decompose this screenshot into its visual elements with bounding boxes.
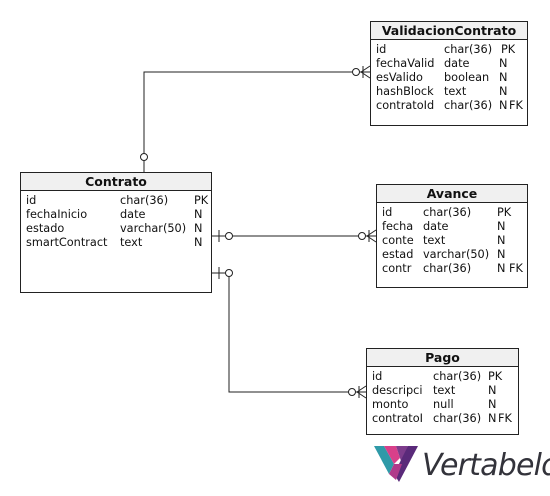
column-null: N [497, 234, 506, 247]
column-name: fechaInicio [26, 208, 88, 221]
column-null: N [499, 71, 508, 84]
column-name: id [26, 194, 37, 207]
table-title: Avance [377, 185, 527, 203]
column-null: N [488, 398, 497, 411]
table-row: monto null N [367, 398, 518, 412]
table-contrato[interactable]: Contrato id char(36) PK fechaInicio date… [20, 172, 212, 293]
relationship-contrato-avance [212, 229, 377, 243]
column-type: null [433, 398, 454, 411]
column-name: contr [382, 262, 412, 275]
column-name: fechaValid [376, 57, 435, 70]
column-type: text [433, 384, 456, 397]
column-type: date [423, 220, 449, 233]
column-type: char(36) [423, 206, 472, 219]
table-row: fechaValid date N [371, 57, 527, 71]
column-name: monto [372, 398, 409, 411]
column-null: N [488, 412, 497, 425]
column-null: N [194, 236, 203, 249]
column-type: char(36) [444, 43, 493, 56]
table-pago[interactable]: Pago id char(36) PK descripci text N mon… [366, 348, 519, 435]
column-type: char(36) [433, 412, 482, 425]
column-null: N [499, 57, 508, 70]
column-null: PK [488, 370, 503, 383]
table-validacioncontrato[interactable]: ValidacionContrato id char(36) PK fechaV… [370, 21, 528, 126]
column-name: esValido [376, 71, 423, 84]
column-type: char(36) [423, 262, 472, 275]
column-name: descripci [372, 384, 423, 397]
column-type: varchar(50) [120, 222, 187, 235]
column-name: fecha [382, 220, 414, 233]
column-name: id [372, 370, 383, 383]
column-null: N [488, 384, 497, 397]
table-row: contratoId char(36) N FK [371, 99, 527, 113]
column-type: text [120, 236, 143, 249]
table-row: descripci text N [367, 384, 518, 398]
column-null: N [194, 208, 203, 221]
table-row: fecha date N [377, 220, 527, 234]
table-title: ValidacionContrato [371, 22, 527, 40]
column-type: char(36) [120, 194, 169, 207]
table-row: id char(36) PK [21, 194, 211, 208]
column-null: N [499, 99, 508, 112]
column-null: N [497, 220, 506, 233]
column-null: PK [194, 194, 209, 207]
column-type: varchar(50) [423, 248, 490, 261]
column-name: estado [26, 222, 65, 235]
column-type: date [444, 57, 470, 70]
table-row: id char(36) PK [377, 206, 527, 220]
column-type: text [444, 85, 467, 98]
vertabelo-logo-text: Vertabelo [422, 448, 550, 483]
column-key: FK [509, 99, 523, 112]
table-avance[interactable]: Avance id char(36) PK fecha date N conte… [376, 184, 528, 288]
column-type: boolean [444, 71, 490, 84]
table-row: estad varchar(50) N [377, 248, 527, 262]
column-type: char(36) [433, 370, 482, 383]
table-title: Pago [367, 349, 518, 367]
table-row: smartContract text N [21, 236, 211, 250]
column-name: contratoId [376, 99, 435, 112]
column-null: PK [497, 206, 512, 219]
relationship-contrato-pago [212, 267, 367, 399]
vertabelo-logo-icon [374, 446, 418, 482]
column-null: N [194, 222, 203, 235]
table-row: contr char(36) N FK [377, 262, 527, 276]
column-key: FK [498, 412, 512, 425]
column-null: PK [501, 43, 515, 56]
column-type: char(36) [444, 99, 493, 112]
table-row: hashBlock text N [371, 85, 527, 99]
table-row: id char(36) PK [371, 43, 527, 57]
table-title: Contrato [21, 173, 211, 191]
vertabelo-logo: Vertabelo [372, 444, 550, 490]
table-row: estado varchar(50) N [21, 222, 211, 236]
column-name: hashBlock [376, 85, 434, 98]
column-name: id [376, 43, 387, 56]
table-row: conte text N [377, 234, 527, 248]
table-row: id char(36) PK [367, 370, 518, 384]
relationship-contrato-validacion [140, 65, 371, 172]
table-row: fechaInicio date N [21, 208, 211, 222]
table-row: esValido boolean N [371, 71, 527, 85]
table-row: contratoI char(36) N FK [367, 412, 518, 426]
column-name: contratoI [372, 412, 423, 425]
column-type: date [120, 208, 146, 221]
column-key: FK [509, 262, 523, 275]
column-null: N [497, 262, 506, 275]
column-name: estad [382, 248, 414, 261]
column-type: text [423, 234, 446, 247]
column-null: N [497, 248, 506, 261]
column-name: smartContract [26, 236, 108, 249]
column-name: conte [382, 234, 414, 247]
column-name: id [382, 206, 393, 219]
column-null: N [499, 85, 508, 98]
